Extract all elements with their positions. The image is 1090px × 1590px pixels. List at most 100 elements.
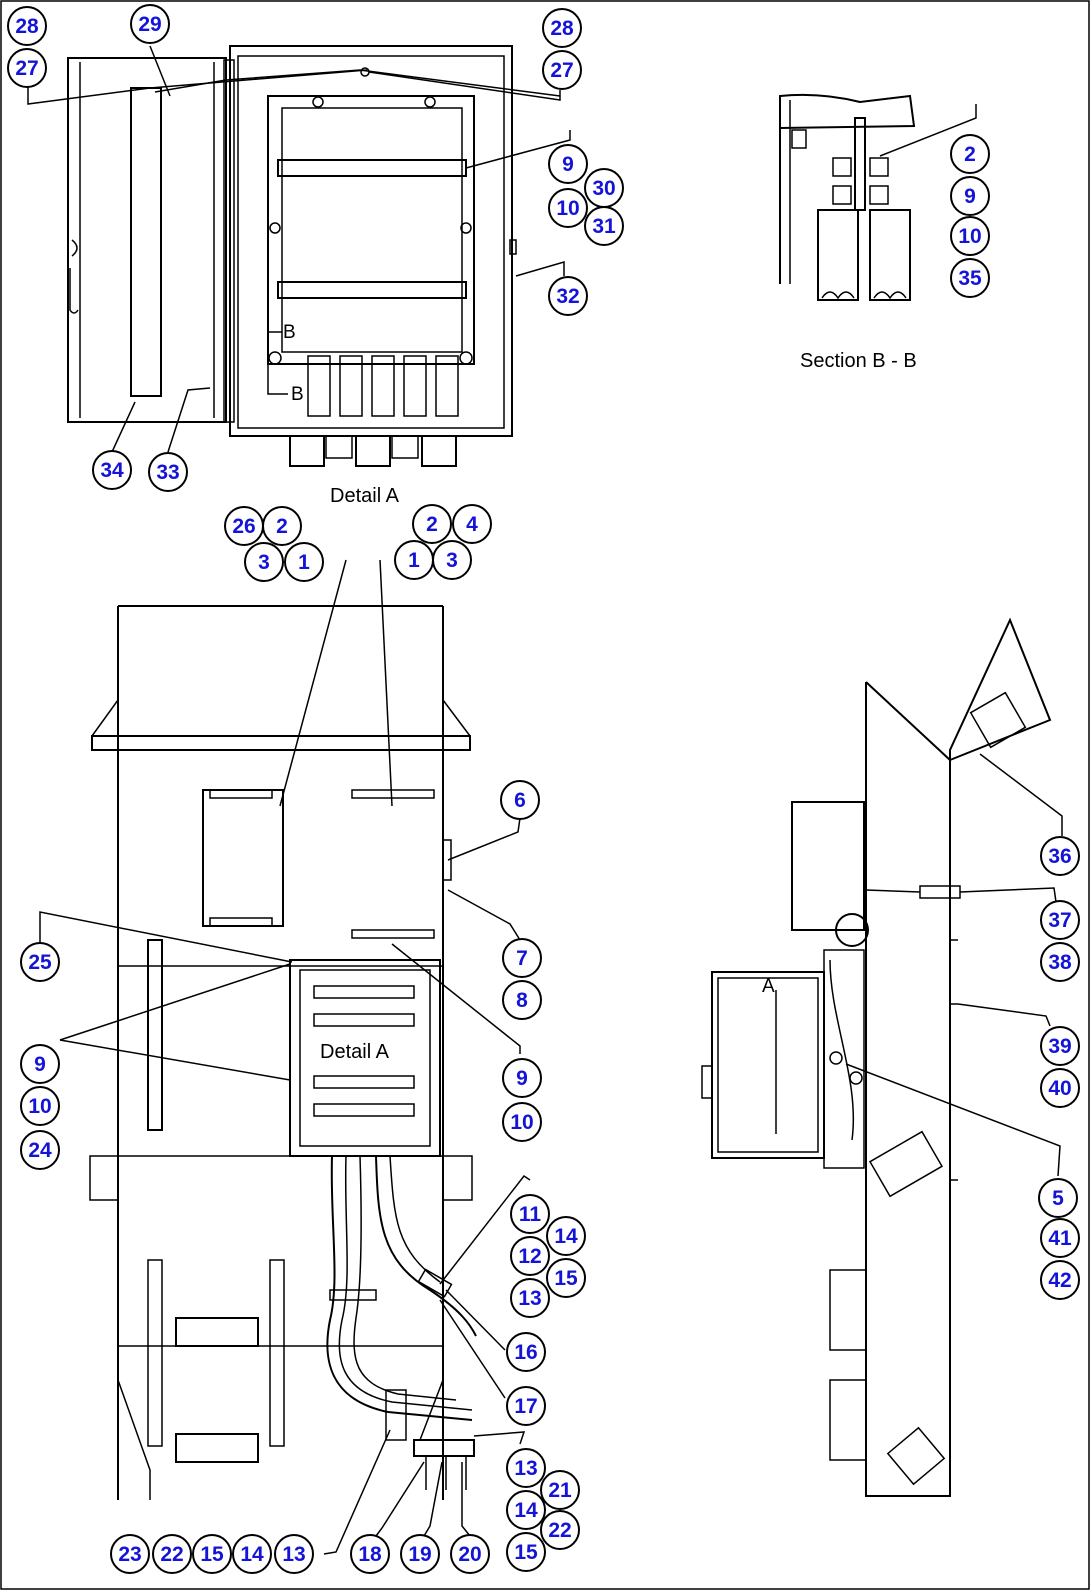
front-view-drawing: Detail A [89,605,477,1500]
callout-bubble: 22 [152,1534,192,1574]
svg-text:9: 9 [562,153,574,176]
svg-text:36: 36 [1048,845,1071,868]
svg-text:2: 2 [426,513,438,536]
backplate [267,95,475,365]
section-marker-b-bottom: B [291,384,304,405]
door-pocket [130,87,162,397]
callout-bubble: 28 [542,8,582,48]
side-cabinet [711,971,825,1159]
svg-text:8: 8 [516,989,528,1012]
callout-bubble: 36 [1040,836,1080,876]
svg-text:35: 35 [958,267,982,290]
callout-bubble: 25 [20,942,60,982]
svg-text:21: 21 [548,1479,572,1502]
callout-bubble: 5 [1038,1178,1078,1218]
callout-bubble: 41 [1040,1218,1080,1258]
callout-bubble: 15 [192,1534,232,1574]
detail-a-drawing: B B [67,45,561,467]
callout-bubble: 33 [148,452,188,492]
callout-bubble: 14 [546,1216,586,1256]
callout-bubble: 23 [110,1534,150,1574]
svg-text:16: 16 [514,1341,537,1364]
callout-bubble: 2 [262,506,302,546]
detail-a-cabinet [289,959,441,1157]
svg-text:10: 10 [958,225,981,248]
callout-bubble: 35 [950,258,990,298]
svg-text:23: 23 [118,1543,141,1566]
svg-text:2: 2 [964,143,976,166]
svg-text:20: 20 [458,1543,481,1566]
svg-text:41: 41 [1048,1227,1072,1250]
svg-text:15: 15 [514,1541,538,1564]
svg-text:34: 34 [100,459,124,482]
svg-text:32: 32 [556,285,579,308]
callout-bubble: 2 [412,504,452,544]
callout-bubble: 10 [502,1102,542,1142]
upper-device [202,789,284,927]
svg-text:4: 4 [466,513,478,536]
callout-bubble: 9 [502,1058,542,1098]
side-view-drawing: A [701,617,1052,1497]
callout-bubbles: 28 27 29 28 27 9 30 10 31 32 34 33 2 9 1… [7,4,1080,1574]
svg-text:39: 39 [1048,1035,1071,1058]
svg-text:15: 15 [554,1267,578,1290]
callout-bubble: 15 [546,1258,586,1298]
callout-bubble: 30 [584,168,624,208]
side-box [791,801,865,931]
svg-text:31: 31 [592,215,616,238]
detail-a-caption: Detail A [330,485,400,507]
svg-text:27: 27 [15,57,38,80]
callout-bubble: 14 [506,1490,546,1530]
svg-text:10: 10 [28,1095,51,1118]
svg-text:13: 13 [518,1287,541,1310]
svg-text:2: 2 [276,515,288,538]
svg-text:25: 25 [28,951,52,974]
svg-text:7: 7 [516,947,528,970]
callout-bubble: 8 [502,980,542,1020]
callout-bubble: 14 [232,1534,272,1574]
svg-text:17: 17 [514,1395,537,1418]
callout-bubble: 18 [350,1534,390,1574]
callout-bubble: 4 [452,504,492,544]
svg-text:9: 9 [34,1053,46,1076]
callout-bubble: 13 [510,1278,550,1318]
svg-text:1: 1 [408,549,420,572]
callout-bubble: 32 [548,276,588,316]
svg-text:11: 11 [519,1203,542,1226]
callout-bubble: 26 [224,506,264,546]
callout-bubble: 21 [540,1470,580,1510]
callout-bubble: 3 [432,540,472,580]
callout-bubble: 1 [284,542,324,582]
svg-text:18: 18 [358,1543,382,1566]
callout-bubble: 42 [1040,1260,1080,1300]
callout-bubble: 22 [540,1510,580,1550]
svg-text:28: 28 [15,15,39,38]
svg-text:22: 22 [160,1543,183,1566]
svg-text:10: 10 [510,1111,533,1134]
callout-bubble: 6 [500,780,540,820]
callout-bubble: 20 [450,1534,490,1574]
svg-text:19: 19 [408,1543,431,1566]
callout-bubble: 10 [548,188,588,228]
callout-bubble: 16 [506,1332,546,1372]
callout-bubble: 15 [506,1532,546,1572]
callout-bubble: 9 [548,144,588,184]
svg-text:37: 37 [1048,909,1071,932]
callout-bubble: 29 [130,4,170,44]
callout-bubble: 1 [394,540,434,580]
callout-bubble: 17 [506,1386,546,1426]
svg-text:3: 3 [446,549,458,572]
side-view-marker-a: A [762,976,775,997]
svg-text:28: 28 [550,17,574,40]
svg-text:14: 14 [554,1225,578,1248]
svg-text:12: 12 [518,1245,541,1268]
detail-a-leaders [27,45,571,453]
svg-text:9: 9 [964,185,976,208]
callout-bubble: 34 [92,450,132,490]
svg-text:29: 29 [138,13,161,36]
callout-bubble: 27 [7,48,47,88]
cabinet-body [229,45,513,437]
svg-text:22: 22 [548,1519,571,1542]
